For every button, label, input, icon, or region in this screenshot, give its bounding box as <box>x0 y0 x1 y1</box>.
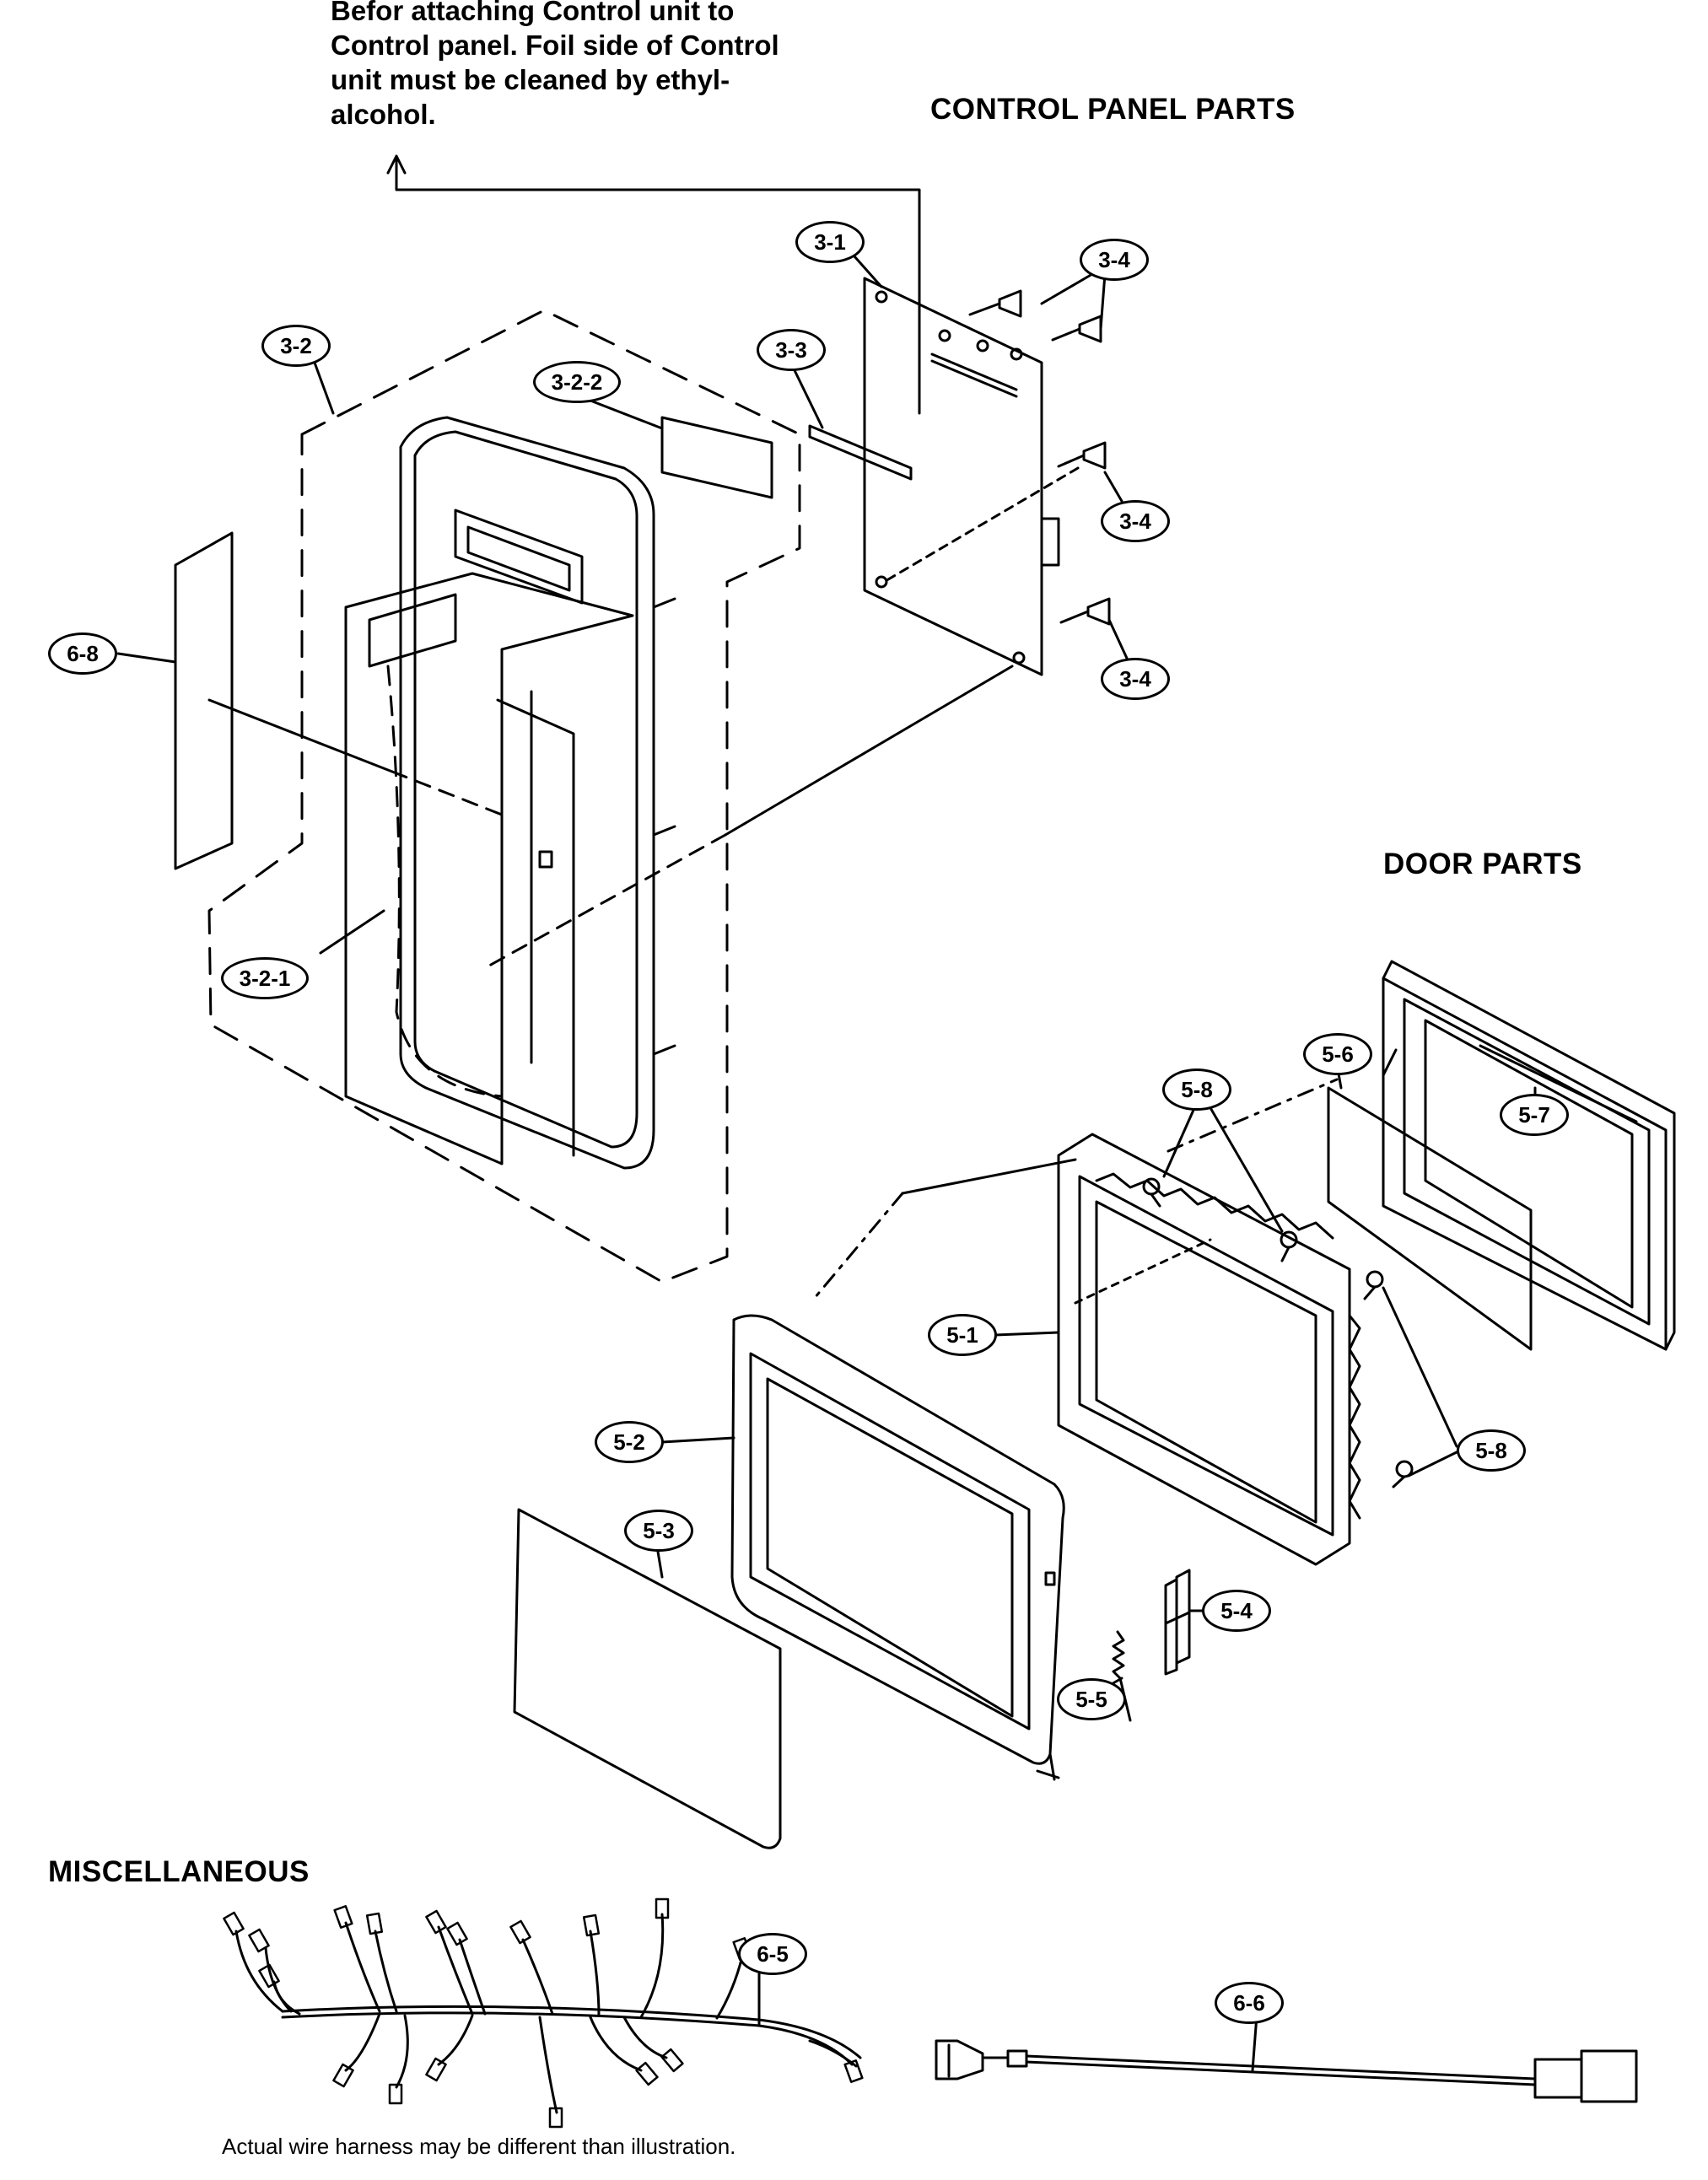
heading-control-panel-parts: CONTROL PANEL PARTS <box>930 93 1296 126</box>
door-inner-frame-5-1 <box>1057 1133 1361 1566</box>
callout-5-2: 5-2 <box>595 1421 664 1463</box>
callout-5-1: 5-1 <box>928 1314 997 1356</box>
wire-harness-6-5 <box>223 1897 864 2129</box>
door-frame-5-7 <box>1382 960 1676 1351</box>
strip-3-3 <box>808 424 913 481</box>
callout-3-4-top: 3-4 <box>1080 239 1149 281</box>
callout-6-5: 6-5 <box>738 1933 807 1975</box>
callout-3-1: 3-1 <box>795 221 865 263</box>
callout-3-2-1: 3-2-1 <box>221 957 309 999</box>
note-line-1: Befor attaching Control unit to <box>331 0 735 26</box>
callout-3-2: 3-2 <box>261 325 331 367</box>
door-glass-5-3 <box>513 1508 782 1849</box>
screws-3-4 <box>968 289 1111 626</box>
callout-3-4-bottom: 3-4 <box>1101 658 1170 700</box>
callout-5-8-top: 5-8 <box>1162 1068 1231 1111</box>
callout-5-4: 5-4 <box>1202 1590 1271 1632</box>
control-panel-dashed-outline <box>207 309 801 1284</box>
callout-3-3: 3-3 <box>757 329 826 371</box>
callout-3-4-middle: 3-4 <box>1101 500 1170 542</box>
label-sheet-6-8 <box>174 531 234 870</box>
door-screws-5-8 <box>1142 1177 1414 1488</box>
callout-5-7: 5-7 <box>1500 1094 1569 1136</box>
heading-miscellaneous: MISCELLANEOUS <box>48 1855 310 1888</box>
note-line-4: alcohol. <box>331 99 436 130</box>
control-unit-board <box>863 277 1060 676</box>
cord-6-6 <box>935 2014 1638 2103</box>
callout-5-6: 5-6 <box>1303 1033 1372 1075</box>
door-outer-panel-5-2 <box>730 1314 1065 1781</box>
callout-5-3: 5-3 <box>624 1510 693 1552</box>
assembly-lines <box>207 466 1080 967</box>
callout-3-2-2: 3-2-2 <box>533 361 621 403</box>
control-panel-frame <box>399 416 676 1170</box>
note-line-3: unit must be cleaned by ethyl- <box>331 64 730 95</box>
note-arrow <box>386 154 921 415</box>
heading-door-parts: DOOR PARTS <box>1383 848 1582 880</box>
door-sheet-5-6 <box>1327 1086 1533 1351</box>
callout-6-8: 6-8 <box>48 632 117 675</box>
harness-caption: Actual wire harness may be different tha… <box>222 2134 736 2159</box>
window-3-2-2 <box>660 416 773 499</box>
note-line-2: Control panel. Foil side of Control <box>331 30 779 61</box>
control-unit-note: Befor attaching Control unit to Control … <box>331 0 887 132</box>
callout-5-5: 5-5 <box>1057 1678 1126 1720</box>
latch-hook-5-4 <box>1164 1569 1191 1676</box>
door-assembly-lines <box>812 1078 1339 1305</box>
callout-5-8-right: 5-8 <box>1457 1429 1526 1472</box>
overlay-sheet-3-2-1 <box>344 572 634 1165</box>
callout-6-6: 6-6 <box>1215 1982 1284 2024</box>
